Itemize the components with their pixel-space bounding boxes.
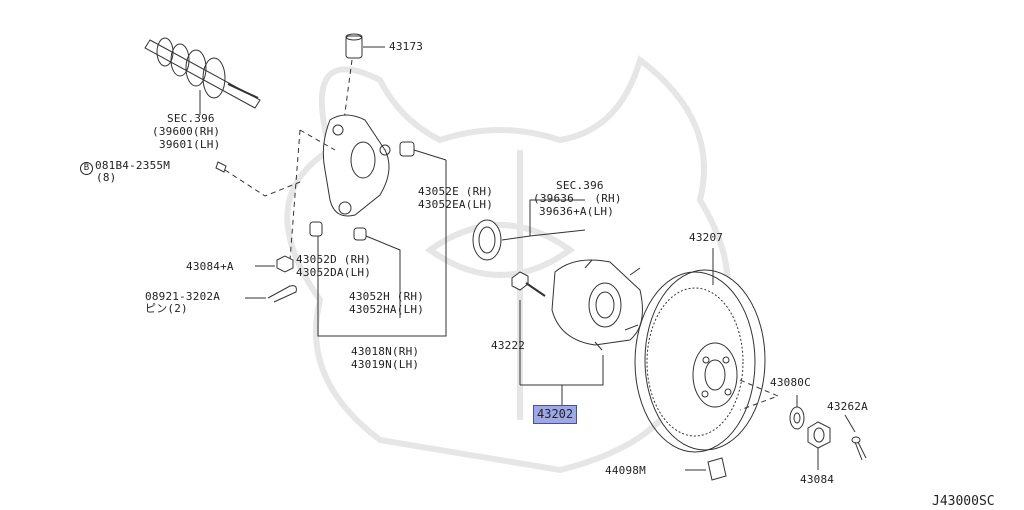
bolt-circle-icon: B bbox=[80, 162, 93, 175]
label-43052ea: 43052EA(LH) bbox=[418, 198, 494, 211]
label-43052e: 43052E (RH) bbox=[418, 185, 494, 198]
bushing-43173 bbox=[343, 33, 385, 121]
seal-39636 bbox=[472, 219, 586, 261]
label-43052ha: 43052HA(LH) bbox=[349, 303, 425, 316]
label-43173: 43173 bbox=[389, 40, 424, 53]
bolt-line bbox=[224, 169, 301, 197]
hub-bolt-43222 bbox=[511, 271, 546, 385]
label-43052da: 43052DA(LH) bbox=[296, 266, 372, 279]
label-43018n: 43018N(RH) bbox=[351, 345, 420, 358]
label-39600-rh: (39600(RH) bbox=[152, 125, 221, 138]
label-44098m: 44098M bbox=[605, 464, 646, 477]
label-39636-rh: (39636 (RH) bbox=[533, 192, 622, 205]
nut-43084 bbox=[807, 421, 831, 470]
diagram-reference-code: J43000SC bbox=[932, 494, 995, 509]
label-43080c: 43080C bbox=[770, 376, 811, 389]
bushing-43052e bbox=[399, 141, 447, 161]
label-43262a: 43262A bbox=[827, 400, 868, 413]
cotter-pin bbox=[245, 285, 297, 303]
label-pin-qty: ピン(2) bbox=[145, 302, 188, 315]
hub-assembly bbox=[551, 259, 643, 351]
plug-44098m bbox=[685, 457, 727, 481]
label-43222: 43222 bbox=[491, 339, 526, 352]
label-43084: 43084 bbox=[800, 473, 835, 486]
bushing-43052d bbox=[309, 221, 323, 237]
label-39636a-lh: 39636+A(LH) bbox=[539, 205, 615, 218]
label-43207: 43207 bbox=[689, 231, 724, 244]
cotter-pin-43262a bbox=[844, 414, 867, 461]
brake-disc-43207 bbox=[634, 248, 766, 453]
label-43052d: 43052D (RH) bbox=[296, 253, 372, 266]
label-39601-lh: 39601(LH) bbox=[159, 138, 221, 151]
label-sec396-b: SEC.396 bbox=[556, 179, 604, 192]
drive-shaft bbox=[144, 37, 261, 112]
label-sec396-a: SEC.396 bbox=[167, 112, 215, 125]
label-43019n: 43019N(LH) bbox=[351, 358, 420, 371]
label-bolt-qty: (8) bbox=[96, 171, 117, 184]
label-43052h: 43052H (RH) bbox=[349, 290, 425, 303]
knuckle-body bbox=[322, 114, 391, 217]
bushing-43052h bbox=[353, 227, 367, 241]
highlighted-part-43202[interactable]: 43202 bbox=[533, 405, 578, 424]
label-43084a: 43084+A bbox=[186, 260, 234, 273]
nut-43084a bbox=[255, 255, 294, 273]
washer-43080c bbox=[789, 395, 805, 430]
label-081b4: 081B4-2355M bbox=[95, 159, 171, 172]
label-08921: 08921-3202A bbox=[145, 290, 221, 303]
